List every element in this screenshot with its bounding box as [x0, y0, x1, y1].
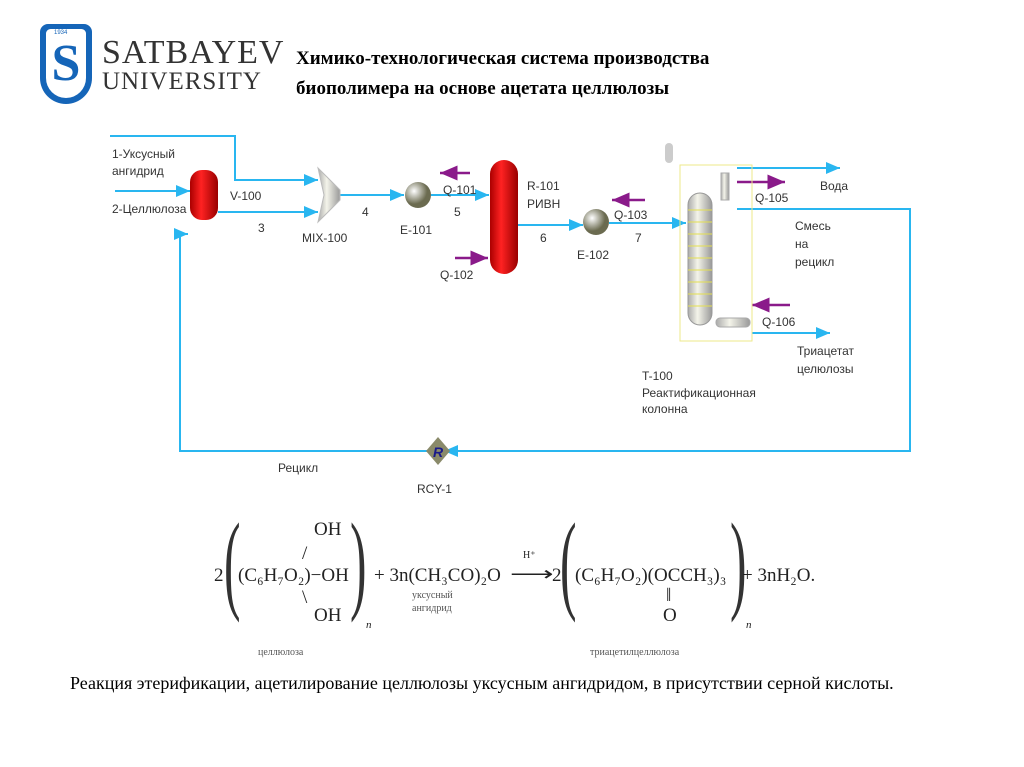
energy-streams	[440, 165, 790, 313]
label-q101: Q-101	[443, 183, 477, 197]
label-water: Вода	[820, 179, 848, 193]
label-mix-recycle: Смесь	[795, 219, 831, 233]
svg-text:3: 3	[258, 221, 265, 235]
svg-text:РИВН: РИВН	[527, 197, 560, 211]
bracket: )	[350, 501, 367, 623]
diagram-labels: 1-Уксусный ангидрид 2-Целлюлоза V-100 3 …	[112, 147, 854, 496]
label-t100: T-100	[642, 369, 673, 383]
svg-text:целюлозы: целюлозы	[797, 362, 854, 376]
bracket: (	[224, 501, 241, 623]
label-product: Триацетат	[797, 344, 854, 358]
label-e101: E-101	[400, 223, 432, 237]
label-rcy1: RCY-1	[417, 482, 452, 496]
vessel-v100-icon[interactable]	[190, 170, 218, 220]
reaction-equation: 2 ( (C₆H₇O₂)−OH OH / \ OH ) n + 3n(CH₃CO…	[214, 501, 816, 658]
cooler-e102-icon[interactable]	[583, 209, 609, 235]
column-subflowsheet-box	[679, 164, 753, 342]
svg-text:рецикл: рецикл	[795, 255, 834, 269]
svg-text:4: 4	[362, 205, 369, 219]
material-streams	[110, 135, 911, 457]
recycle-rcy1-icon[interactable]: R	[426, 437, 450, 465]
bracket: (	[560, 501, 577, 623]
label-q105: Q-105	[755, 191, 789, 205]
svg-text:на: на	[795, 237, 809, 251]
label-feed1: 1-Уксусный	[112, 147, 175, 161]
label-q102: Q-102	[440, 268, 474, 282]
label-mix100: MIX-100	[302, 231, 348, 245]
svg-text:7: 7	[635, 231, 642, 245]
column-t100-icon[interactable]	[687, 172, 751, 328]
label-recycle: Рецикл	[278, 461, 318, 475]
label-r101: R-101	[527, 179, 560, 193]
logo-name-line1: SATBAYEV	[102, 34, 285, 71]
svg-text:ангидрид: ангидрид	[112, 164, 164, 178]
slide-title: Химико-технологическая система производс…	[296, 48, 710, 99]
stream-mix-recycle	[440, 208, 911, 452]
logo-name-line2: UNIVERSITY	[102, 68, 262, 95]
process-flow-diagram: R 1-Уксусный ангидрид 2-Целлюлоза V-100 …	[110, 135, 911, 496]
bracket: )	[730, 501, 747, 623]
mixer-mix100-icon[interactable]	[317, 166, 341, 224]
svg-text:6: 6	[540, 231, 547, 245]
label-e102: E-102	[577, 248, 609, 262]
svg-text:5: 5	[454, 205, 461, 219]
svg-text:R: R	[433, 444, 444, 460]
heater-e101-icon[interactable]	[405, 182, 431, 208]
label-v100: V-100	[230, 189, 262, 203]
stream-feed1	[110, 135, 318, 186]
stream-recycle	[174, 228, 428, 452]
svg-text:колонна: колонна	[642, 402, 688, 416]
reaction-description: Реакция этерификации, ацетилирование цел…	[70, 673, 894, 693]
label-q106: Q-106	[762, 315, 796, 329]
label-feed2: 2-Целлюлоза	[112, 202, 187, 216]
label-q103: Q-103	[614, 208, 648, 222]
column-indicator-icon	[665, 143, 673, 163]
reactor-r101-icon[interactable]	[490, 160, 518, 274]
svg-text:Реактификационная: Реактификационная	[642, 386, 756, 400]
